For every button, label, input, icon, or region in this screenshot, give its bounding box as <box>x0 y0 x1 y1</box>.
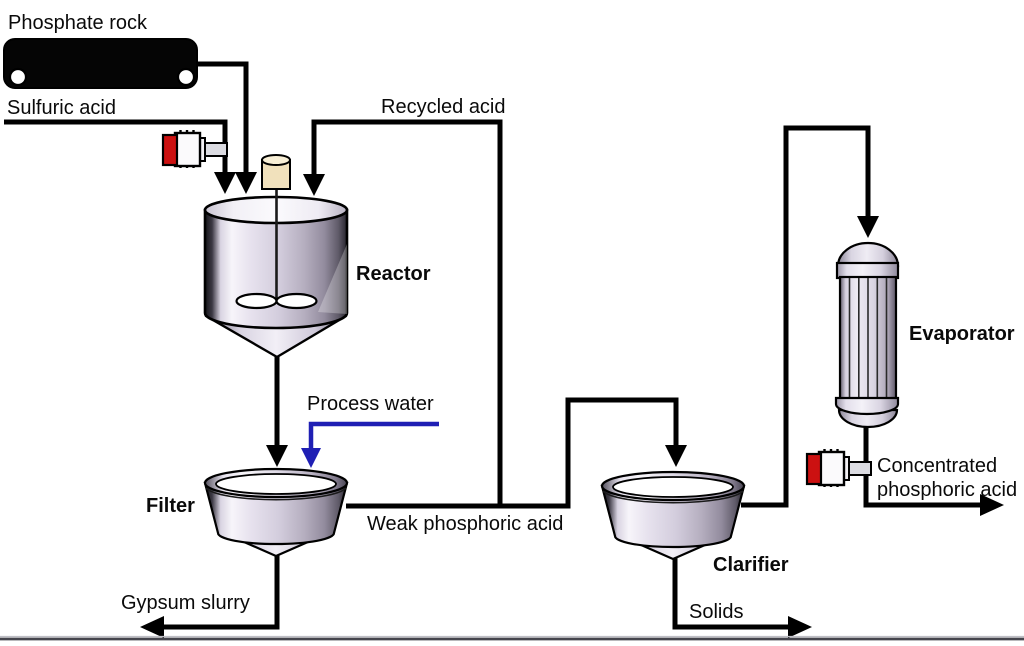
conveyor-roller-right-icon <box>176 67 196 87</box>
agitator-motor <box>261 159 291 190</box>
agitator-motor-top <box>261 154 291 166</box>
arrow-recycled-into-reactor-icon <box>303 174 325 196</box>
sulfuric-acid-pump-icon <box>161 128 229 170</box>
arrow-into-filter-icon <box>266 445 288 467</box>
evaporator-top-band <box>835 261 900 280</box>
weak-phosphoric-acid-label: Weak phosphoric acid <box>367 513 563 535</box>
arrow-sulfuric-into-reactor-icon <box>214 172 236 194</box>
filter-rim-edge <box>205 487 347 501</box>
arrow-into-clarifier-icon <box>665 445 687 467</box>
process-water-line <box>308 421 439 450</box>
filter-vessel <box>203 467 349 558</box>
sulfuric-acid-label: Sulfuric acid <box>7 97 116 119</box>
evaporator-vessel <box>834 241 900 429</box>
clarifier-outlet-riser-line <box>741 125 871 508</box>
concentrated-acid-line <box>863 427 984 508</box>
arrow-concentrated-out-icon <box>980 494 1004 516</box>
clarifier-rim-edge <box>602 490 744 504</box>
agitator-blade-right <box>275 292 318 310</box>
evaporator-label: Evaporator <box>909 323 1015 345</box>
reactor-label: Reactor <box>356 263 431 285</box>
reactor-highlight <box>318 244 347 314</box>
recycled-acid-line <box>311 119 503 504</box>
agitator-blade-left <box>235 292 278 310</box>
flow-lines <box>4 61 984 630</box>
arrow-gypsum-out-icon <box>140 616 164 638</box>
arrowheads <box>140 172 1004 638</box>
solids-label: Solids <box>689 601 743 623</box>
clarifier-vessel <box>600 470 746 561</box>
gypsum-slurry-line <box>160 555 280 630</box>
concentrated-acid-label-line2: phosphoric acid <box>877 479 1017 501</box>
arrow-phosphate-into-reactor-icon <box>235 172 257 194</box>
concentrated-acid-pump-icon <box>805 447 873 489</box>
arrow-into-evaporator-icon <box>857 216 879 238</box>
process-water-stream <box>301 421 439 468</box>
phosphate-rock-label: Phosphate rock <box>8 12 148 34</box>
evaporator-bottom-band <box>834 396 900 416</box>
clarifier-label: Clarifier <box>713 554 789 576</box>
conveyor <box>3 38 198 89</box>
process-water-label: Process water <box>307 393 434 415</box>
clarifier-opening <box>612 476 734 498</box>
phosphate-feed-line <box>196 61 249 174</box>
solids-line <box>672 558 792 630</box>
concentrated-acid-label-line1: Concentrated <box>877 455 997 477</box>
arrow-solids-out-icon <box>788 616 812 638</box>
evaporator-tubes <box>848 278 888 398</box>
conveyor-roller-left-icon <box>8 67 28 87</box>
arrow-process-water-icon <box>301 448 321 468</box>
gypsum-slurry-label: Gypsum slurry <box>121 592 250 614</box>
reactor-vessel <box>203 154 349 359</box>
evaporator-bottom-dome <box>837 408 899 429</box>
filter-label: Filter <box>146 495 195 517</box>
evaporator-top-dome <box>836 241 900 268</box>
filter-opening <box>215 473 337 495</box>
conveyor-belt <box>3 38 198 89</box>
weak-acid-line <box>346 397 679 509</box>
recycled-acid-label: Recycled acid <box>381 96 506 118</box>
